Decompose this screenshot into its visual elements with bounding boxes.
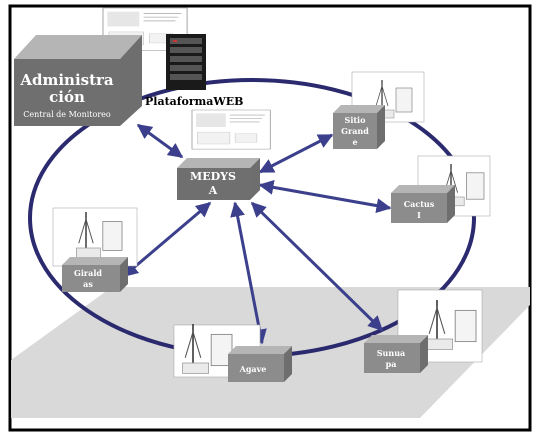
agave-line1: Agave <box>239 364 267 374</box>
giraldas-line1: Girald <box>74 268 102 278</box>
screen-thumbnail-icon <box>191 109 271 150</box>
node-sitio-grande <box>333 105 385 149</box>
arrow-hub-sunuapa <box>250 201 384 332</box>
arrow-admin-hub <box>136 123 184 159</box>
hub-label-line1: MEDYS <box>190 170 236 183</box>
server-rack-icon <box>166 34 206 90</box>
cactus-line1: Cactus <box>404 199 435 209</box>
node-cactus <box>391 185 455 223</box>
giraldas-line2: as <box>83 279 93 289</box>
node-giraldas <box>62 257 128 292</box>
admin-title-line2: ción <box>49 88 85 106</box>
medysa-hub-box <box>177 158 260 200</box>
sunuapa-line1: Sunua <box>377 348 405 358</box>
arrow-hub-sitio-grande <box>258 133 334 174</box>
admin-central-box <box>14 35 142 126</box>
admin-title-line1: Administra <box>19 71 114 89</box>
hub-label-line2: A <box>208 184 218 197</box>
arrow-hub-giraldas <box>122 201 212 278</box>
platform-label: PlataformaWEB <box>145 95 243 108</box>
connection-arrows <box>122 123 392 345</box>
cactus-line2: I <box>417 210 421 220</box>
admin-subtitle: Central de Monitoreo <box>23 110 111 119</box>
sunuapa-line2: pa <box>386 359 397 369</box>
sitio-grande-line1: Sitio <box>345 115 367 125</box>
node-sunuapa <box>364 335 428 373</box>
node-agave <box>228 346 292 382</box>
antenna-device-icon <box>351 71 425 123</box>
sitio-grande-line2: Grand <box>341 126 369 136</box>
sitio-grande-line3: e <box>352 137 357 147</box>
